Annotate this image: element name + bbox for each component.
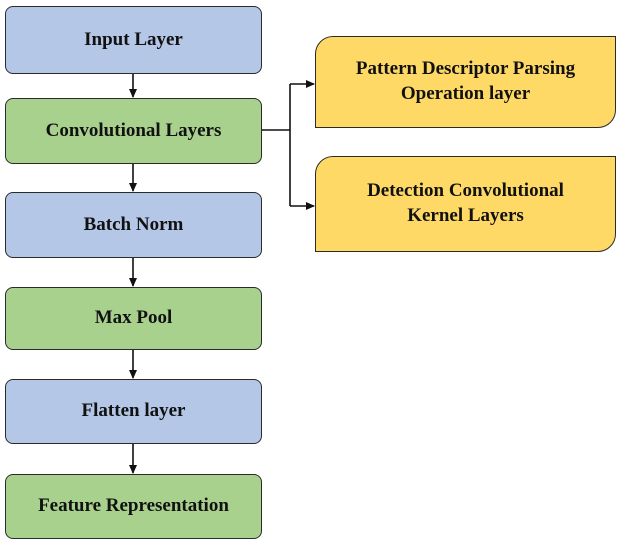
- detection-kernel-box: Detection Convolutional Kernel Layers: [315, 156, 616, 252]
- pattern-descriptor-box: Pattern Descriptor Parsing Operation lay…: [315, 36, 616, 128]
- pattern-descriptor-label-line2: Operation layer: [400, 83, 531, 104]
- detection-kernel-label-line2: Kernel Layers: [407, 205, 524, 226]
- input-layer-label: Input Layer: [84, 28, 183, 50]
- convolutional-layers-box: Convolutional Layers: [5, 98, 262, 164]
- input-layer-box: Input Layer: [5, 6, 262, 74]
- convolutional-layers-label: Convolutional Layers: [45, 119, 222, 141]
- feature-representation-box: Feature Representation: [5, 474, 262, 539]
- detection-kernel-label-line1: Detection Convolutional: [367, 180, 564, 202]
- flatten-layer-label: Flatten layer: [81, 400, 186, 422]
- max-pool-box: Max Pool: [5, 287, 262, 350]
- batch-norm-box: Batch Norm: [5, 192, 262, 258]
- flatten-layer-box: Flatten layer: [5, 379, 262, 444]
- max-pool-label: Max Pool: [94, 307, 173, 329]
- pattern-descriptor-label-line1: Pattern Descriptor Parsing: [355, 58, 576, 80]
- batch-norm-label: Batch Norm: [83, 213, 184, 235]
- feature-representation-label: Feature Representation: [38, 495, 229, 517]
